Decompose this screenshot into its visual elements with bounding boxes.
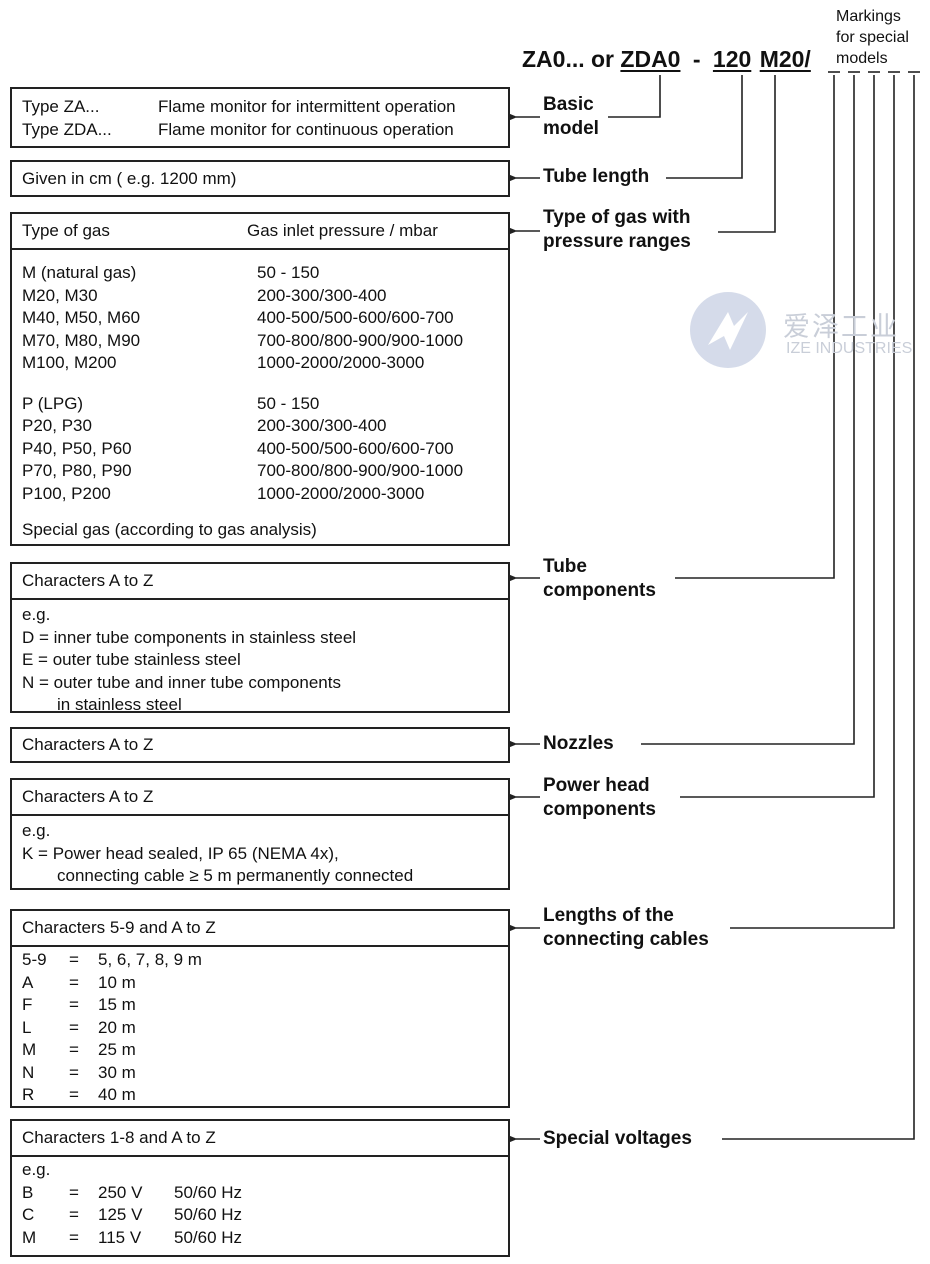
- cable-row: R=40 m: [22, 1085, 136, 1104]
- gas-col1: Type of gas: [22, 221, 110, 240]
- power-head-box: Characters A to Z e.g. K = Power head se…: [10, 778, 510, 890]
- gas-col2: Gas inlet pressure / mbar: [247, 221, 438, 240]
- type-code: ZA0... or ZDA0 - 120 M20/: [522, 44, 811, 74]
- gas-row: M (natural gas)50 - 150: [22, 263, 320, 282]
- tube-components-line: in stainless steel: [57, 695, 182, 714]
- gas-special: Special gas (according to gas analysis): [22, 520, 317, 539]
- cable-row: A=10 m: [22, 972, 136, 992]
- voltages-label: Special voltages: [543, 1128, 692, 1149]
- nozzles-box: Characters A to Z: [10, 727, 510, 763]
- tube-components-label: Tube components: [543, 556, 656, 601]
- basic-model-box: Type ZA...Flame monitor for intermittent…: [10, 87, 510, 148]
- cables-head: Characters 5-9 and A to Z: [12, 911, 508, 947]
- cables-box: Characters 5-9 and A to Z 5-9=5, 6, 7, 8…: [10, 909, 510, 1108]
- power-head-line: connecting cable ≥ 5 m permanently conne…: [57, 866, 414, 885]
- watermark-text: 爱泽工业: [783, 312, 899, 342]
- basic-model-label: Basic model: [543, 94, 599, 139]
- voltages-head: Characters 1-8 and A to Z: [12, 1121, 508, 1157]
- tube-length-text: Given in cm ( e.g. 1200 mm): [22, 169, 237, 188]
- watermark-logo-icon: [690, 292, 766, 368]
- cable-row: F=15 m: [22, 995, 136, 1014]
- tube-length-label: Tube length: [543, 166, 650, 187]
- gas-label: Type of gas with pressure ranges: [543, 207, 691, 252]
- tube-length-box: Given in cm ( e.g. 1200 mm): [10, 160, 510, 197]
- cables-label: Lengths of the connecting cables: [543, 905, 709, 950]
- tube-components-line: E = outer tube stainless steel: [22, 650, 241, 669]
- tube-components-box: Characters A to Z e.g. D = inner tube co…: [10, 562, 510, 714]
- gas-box: Type of gas Gas inlet pressure / mbar M (…: [10, 212, 510, 546]
- gas-row: P (LPG)50 - 150: [22, 393, 320, 413]
- code-dash: -: [692, 46, 701, 72]
- markings-note: Markings for special models: [836, 8, 909, 67]
- power-head-label: Power head components: [543, 775, 656, 820]
- tube-components-line: D = inner tube components in stainless s…: [22, 627, 357, 647]
- basic-model-row: Type ZDA...Flame monitor for continuous …: [22, 120, 454, 139]
- cable-row: L=20 m: [22, 1017, 136, 1037]
- nozzles-label: Nozzles: [543, 733, 614, 754]
- tube-components-line: N = outer tube and inner tube components: [22, 672, 341, 692]
- watermark-subtext: IZE INDUSTRIES: [786, 340, 913, 357]
- power-head-head: Characters A to Z: [12, 780, 508, 816]
- power-head-line: K = Power head sealed, IP 65 (NEMA 4x),: [22, 843, 339, 863]
- basic-model-row: Type ZA...Flame monitor for intermittent…: [22, 97, 456, 116]
- code-120: 120: [712, 46, 752, 72]
- code-m20: M20/: [759, 46, 811, 72]
- cable-row: N=30 m: [22, 1062, 136, 1082]
- tube-components-head: Characters A to Z: [12, 564, 508, 600]
- code-prefix: ZA0... or: [522, 46, 621, 72]
- cable-row: M=25 m: [22, 1040, 136, 1059]
- cable-row: 5-9=5, 6, 7, 8, 9 m: [22, 950, 202, 969]
- nozzles-head: Characters A to Z: [22, 735, 154, 754]
- code-zda0: ZDA0: [620, 46, 681, 72]
